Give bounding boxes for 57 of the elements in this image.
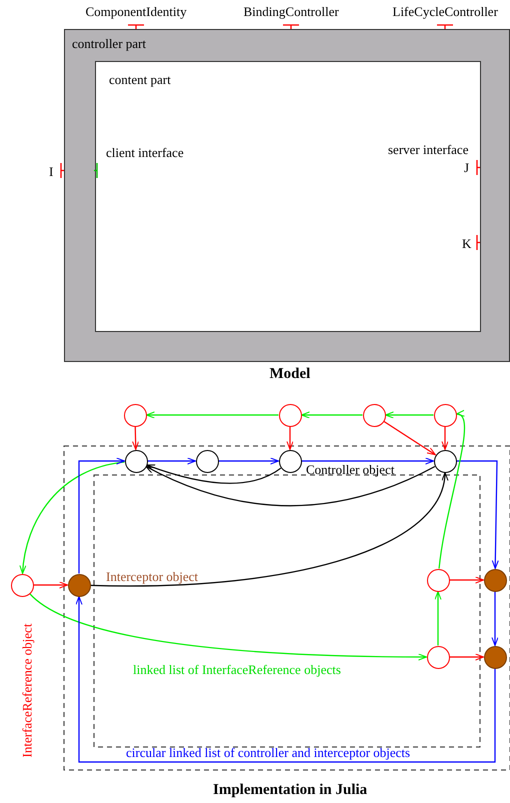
object-circle [278, 404, 302, 426]
arrow [434, 591, 442, 646]
arrow [301, 412, 362, 418]
arrow [29, 593, 427, 660]
arrow [148, 458, 196, 464]
annotation: Interceptor object [106, 569, 198, 584]
arrow [146, 464, 282, 484]
object-circle [124, 450, 148, 472]
arrow [78, 458, 125, 574]
arrow [286, 426, 294, 450]
inner-panel [95, 61, 481, 332]
annotation: InterfaceReference object [19, 623, 34, 757]
object-circle [362, 404, 386, 426]
figure-caption: Model [270, 367, 310, 382]
arrow [442, 426, 448, 450]
object-circle [426, 646, 450, 668]
arrow [34, 582, 68, 588]
arrow [450, 576, 484, 584]
panel-title: controller part [72, 36, 146, 52]
interface-name: J [464, 160, 470, 175]
filled-circle [68, 574, 90, 596]
arrow [385, 412, 434, 418]
filled-circle [484, 646, 506, 668]
filled-circle [484, 568, 506, 592]
interface-name: LifeCycleController [392, 4, 498, 19]
object-circle [10, 574, 34, 596]
annotation: linked list of InterfaceReference objects [133, 662, 341, 677]
annotation: server interface [388, 142, 468, 157]
object-circle [196, 450, 218, 472]
annotation: Controller object [306, 462, 394, 477]
arrow [20, 461, 125, 574]
arrow [146, 412, 278, 418]
interface-name: K [462, 236, 472, 251]
interface-name: BindingController [244, 4, 339, 19]
panel-title: content part [109, 72, 171, 88]
interface-name: I [49, 164, 54, 179]
figure-caption: Implementation in Julia [213, 783, 368, 798]
outer-panel [64, 29, 510, 362]
arrow [146, 466, 436, 506]
arrow [438, 412, 466, 569]
annotation: circular linked list of controller and interceptor objects [126, 745, 410, 760]
arrow [456, 460, 499, 569]
object-circle [426, 568, 450, 592]
object-circle [434, 450, 456, 472]
annotation: client interface [106, 145, 184, 160]
arrow [383, 420, 436, 456]
arrow [492, 592, 498, 646]
arrow [90, 472, 448, 587]
arrow [450, 654, 484, 660]
arrow [76, 596, 496, 763]
arrow [132, 426, 140, 450]
arrow [218, 458, 279, 464]
object-circle [278, 450, 302, 472]
object-circle [124, 404, 146, 426]
interface-name: ComponentIdentity [86, 4, 187, 19]
arrow [302, 458, 434, 464]
object-circle [434, 404, 456, 426]
